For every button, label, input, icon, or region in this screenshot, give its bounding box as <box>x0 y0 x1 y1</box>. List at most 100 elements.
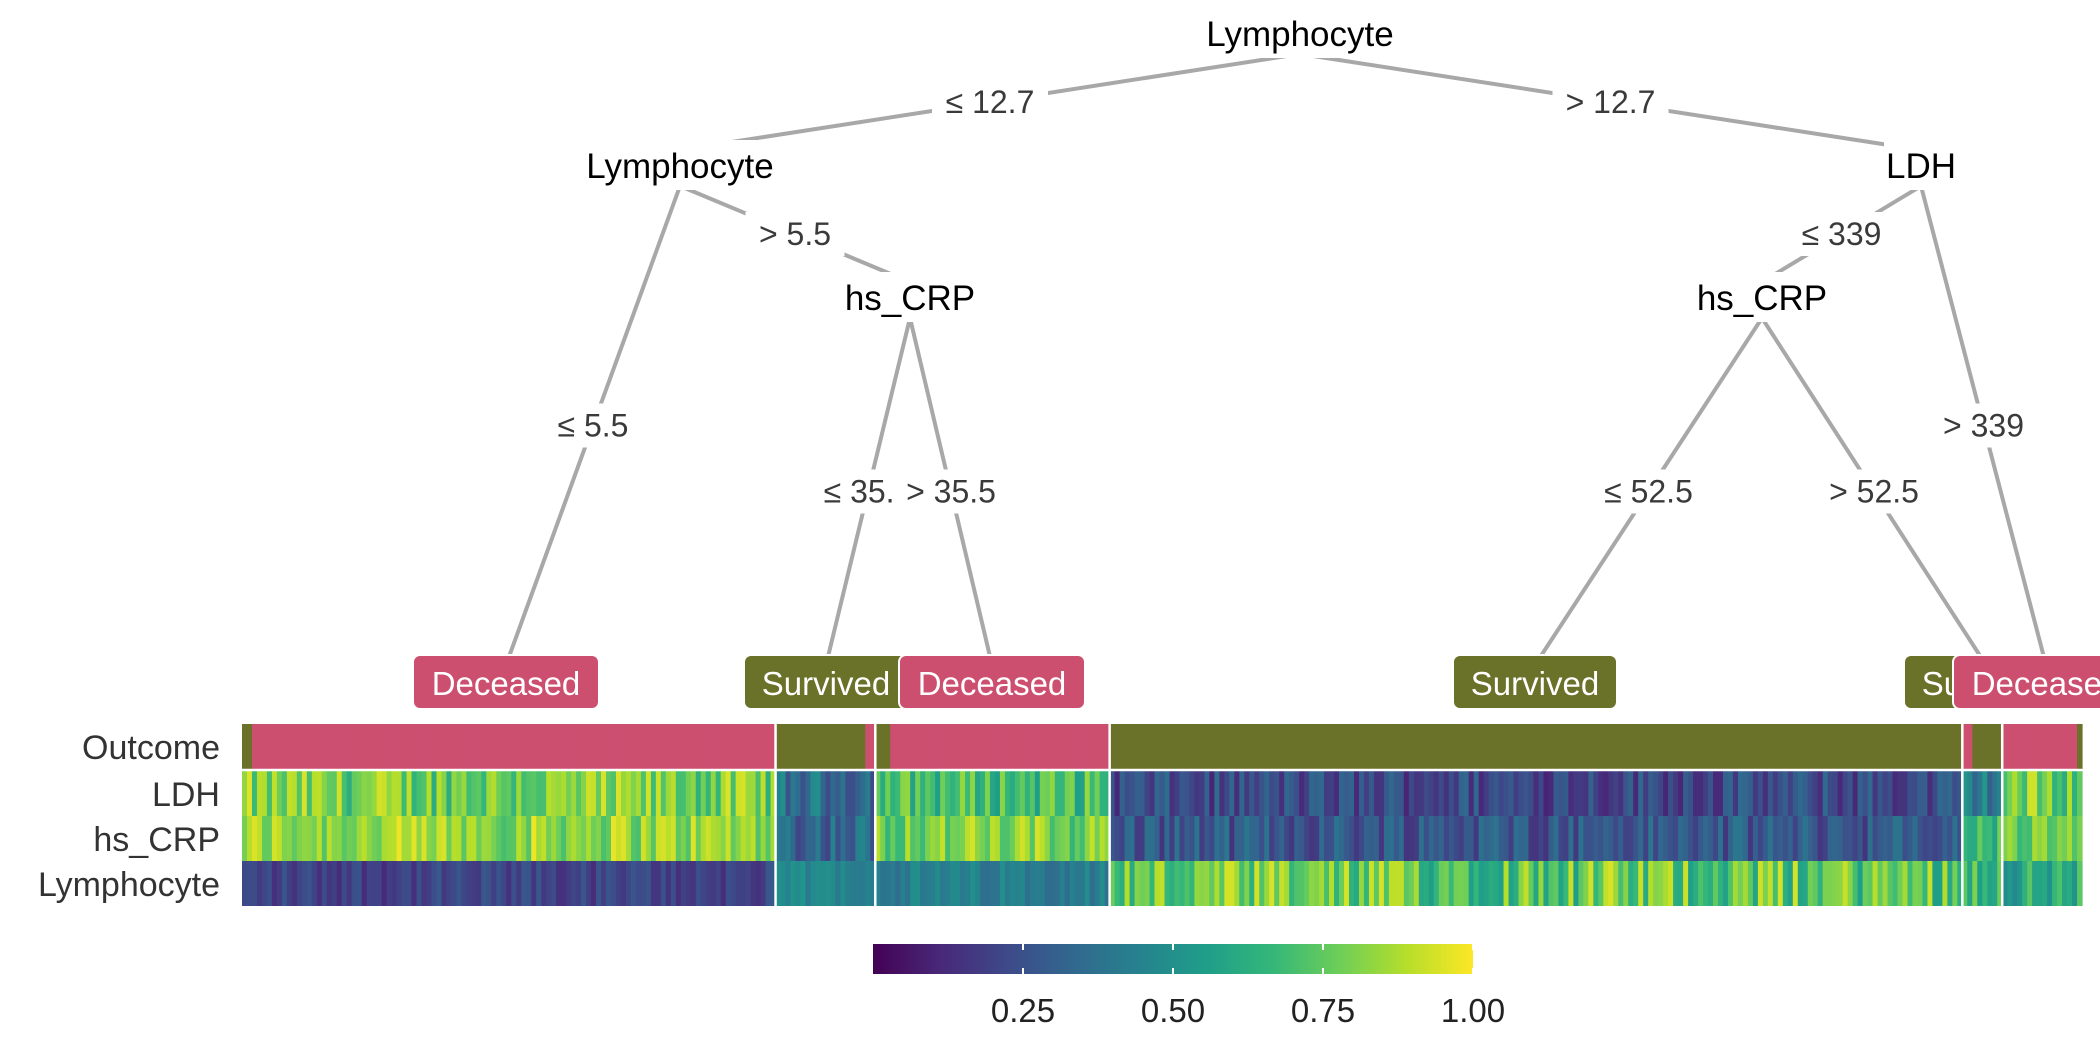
heatmap-cell-ldh <box>271 771 278 816</box>
heatmap-cell-lymphocyte <box>406 861 413 906</box>
heatmap-cell-hs_crp <box>1403 816 1410 861</box>
heatmap-cell-ldh <box>1573 771 1579 816</box>
heatmap-cell-lymphocyte <box>1603 861 1609 906</box>
heatmap-cell-ldh <box>446 771 453 816</box>
heatmap-cell-hs_crp <box>1767 816 1774 861</box>
heatmap-cell-outcome <box>2042 724 2048 769</box>
heatmap-cell-lymphocyte <box>620 861 627 906</box>
heatmap-cell-ldh <box>1877 771 1884 816</box>
heatmap-cell-lymphocyte <box>695 861 702 906</box>
heatmap-cell-outcome <box>286 724 293 769</box>
heatmap-cell-ldh <box>301 771 308 816</box>
heatmap-cell-ldh <box>1418 771 1425 816</box>
heatmap-cell-outcome <box>1194 724 1200 769</box>
heatmap-cell-outcome <box>1408 724 1415 769</box>
heatmap-cell-hs_crp <box>561 816 567 861</box>
heatmap-cell-lymphocyte <box>745 861 752 906</box>
heatmap-cell-hs_crp <box>451 816 458 861</box>
heatmap-cell-hs_crp <box>1588 816 1594 861</box>
heatmap-cell-outcome <box>1752 724 1759 769</box>
heatmap-cell-hs_crp <box>1413 816 1420 861</box>
heatmap-cell-outcome <box>1184 724 1191 769</box>
heatmap-cell-ldh <box>979 771 986 816</box>
heatmap-cell-hs_crp <box>650 816 657 861</box>
leaf-box <box>1452 654 1618 710</box>
heatmap-cell-lymphocyte <box>880 861 886 906</box>
heatmap-cell-lymphocyte <box>1488 861 1495 906</box>
heatmap-cell-outcome <box>1623 724 1629 769</box>
heatmap-cell-ldh <box>1294 771 1300 816</box>
heatmap-cell-outcome <box>830 724 836 769</box>
heatmap-cell-hs_crp <box>999 816 1006 861</box>
heatmap-cell-outcome <box>745 724 752 769</box>
heatmap-cell-ldh <box>1059 771 1066 816</box>
heatmap-cell-lymphocyte <box>1324 861 1330 906</box>
edge-label-n4-L5: > 52.5 <box>1829 474 1919 510</box>
heatmap-cell-ldh <box>850 771 856 816</box>
heatmap-cell-hs_crp <box>1184 816 1191 861</box>
heatmap-cell-ldh <box>1727 771 1734 816</box>
heatmap-cell-hs_crp <box>331 816 338 861</box>
edge-label-bg <box>893 469 1009 514</box>
heatmap-cell-outcome <box>1199 724 1205 769</box>
heatmap-cell-ldh <box>610 771 617 816</box>
heatmap-cell-lymphocyte <box>1553 861 1560 906</box>
heatmap-cell-outcome <box>1324 724 1330 769</box>
heatmap-cell-ldh <box>2037 771 2043 816</box>
heatmap-cell-outcome <box>1668 724 1674 769</box>
heatmap-cell-ldh <box>785 771 792 816</box>
heatmap-cell-ldh <box>1209 771 1215 816</box>
heatmap-cell-hs_crp <box>1129 816 1136 861</box>
heatmap-cell-lymphocyte <box>950 861 956 906</box>
heatmap-cell-ldh <box>1279 771 1285 816</box>
heatmap-cell-ldh <box>1498 771 1505 816</box>
heatmap-cell-lymphocyte <box>1932 861 1938 906</box>
heatmap-cell-ldh <box>356 771 363 816</box>
heatmap-cell-hs_crp <box>865 816 871 861</box>
heatmap-cell-outcome <box>1393 724 1400 769</box>
heatmap-cell-lymphocyte <box>1089 861 1096 906</box>
heatmap-cell-lymphocyte <box>1987 861 1993 906</box>
heatmap-cell-outcome <box>1638 724 1644 769</box>
heatmap-cell-lymphocyte <box>381 861 388 906</box>
leaf-label: Deceased <box>432 665 581 702</box>
heatmap-cell-ldh <box>890 771 896 816</box>
heatmap-cell-hs_crp <box>1189 816 1196 861</box>
heatmap-cell-hs_crp <box>1952 816 1958 861</box>
heatmap-cell-hs_crp <box>1004 816 1011 861</box>
heatmap-cell-lymphocyte <box>710 861 717 906</box>
heatmap-cell-lymphocyte <box>920 861 926 906</box>
heatmap-cell-lymphocyte <box>2052 861 2058 906</box>
heatmap-cell-hs_crp <box>890 816 896 861</box>
heatmap-cell-hs_crp <box>2007 816 2013 861</box>
heatmap-cell-outcome <box>1069 724 1076 769</box>
heatmap-cell-lymphocyte <box>1104 861 1111 906</box>
heatmap-cell-hs_crp <box>770 816 777 861</box>
heatmap-cell-outcome <box>1528 724 1535 769</box>
heatmap-cell-hs_crp <box>1713 816 1719 861</box>
heatmap-cell-lymphocyte <box>1144 861 1151 906</box>
heatmap-cell-ldh <box>2032 771 2038 816</box>
heatmap-cell-hs_crp <box>1433 816 1440 861</box>
heatmap-cell-ldh <box>1568 771 1574 816</box>
heatmap-cell-outcome <box>610 724 617 769</box>
split-node-bg <box>1695 272 1829 322</box>
heatmap-cell-hs_crp <box>2062 816 2068 861</box>
heatmap-cell-hs_crp <box>979 816 986 861</box>
heatmap-cell-ldh <box>411 771 418 816</box>
heatmap-cell-hs_crp <box>531 816 537 861</box>
heatmap-cell-lymphocyte <box>645 861 652 906</box>
heatmap-cell-hs_crp <box>735 816 742 861</box>
heatmap-cell-ldh <box>1284 771 1290 816</box>
heatmap-cell-outcome <box>775 724 782 769</box>
heatmap-cell-lymphocyte <box>606 861 612 906</box>
heatmap-cell-ldh <box>1533 771 1540 816</box>
heatmap-cell-outcome <box>1772 724 1779 769</box>
heatmap-cell-outcome <box>1353 724 1360 769</box>
heatmap-cell-outcome <box>1782 724 1789 769</box>
heatmap-cell-outcome <box>2077 724 2083 769</box>
heatmap-cell-hs_crp <box>1089 816 1096 861</box>
heatmap-cell-outcome <box>1024 724 1031 769</box>
edge-label-bg <box>745 212 845 256</box>
